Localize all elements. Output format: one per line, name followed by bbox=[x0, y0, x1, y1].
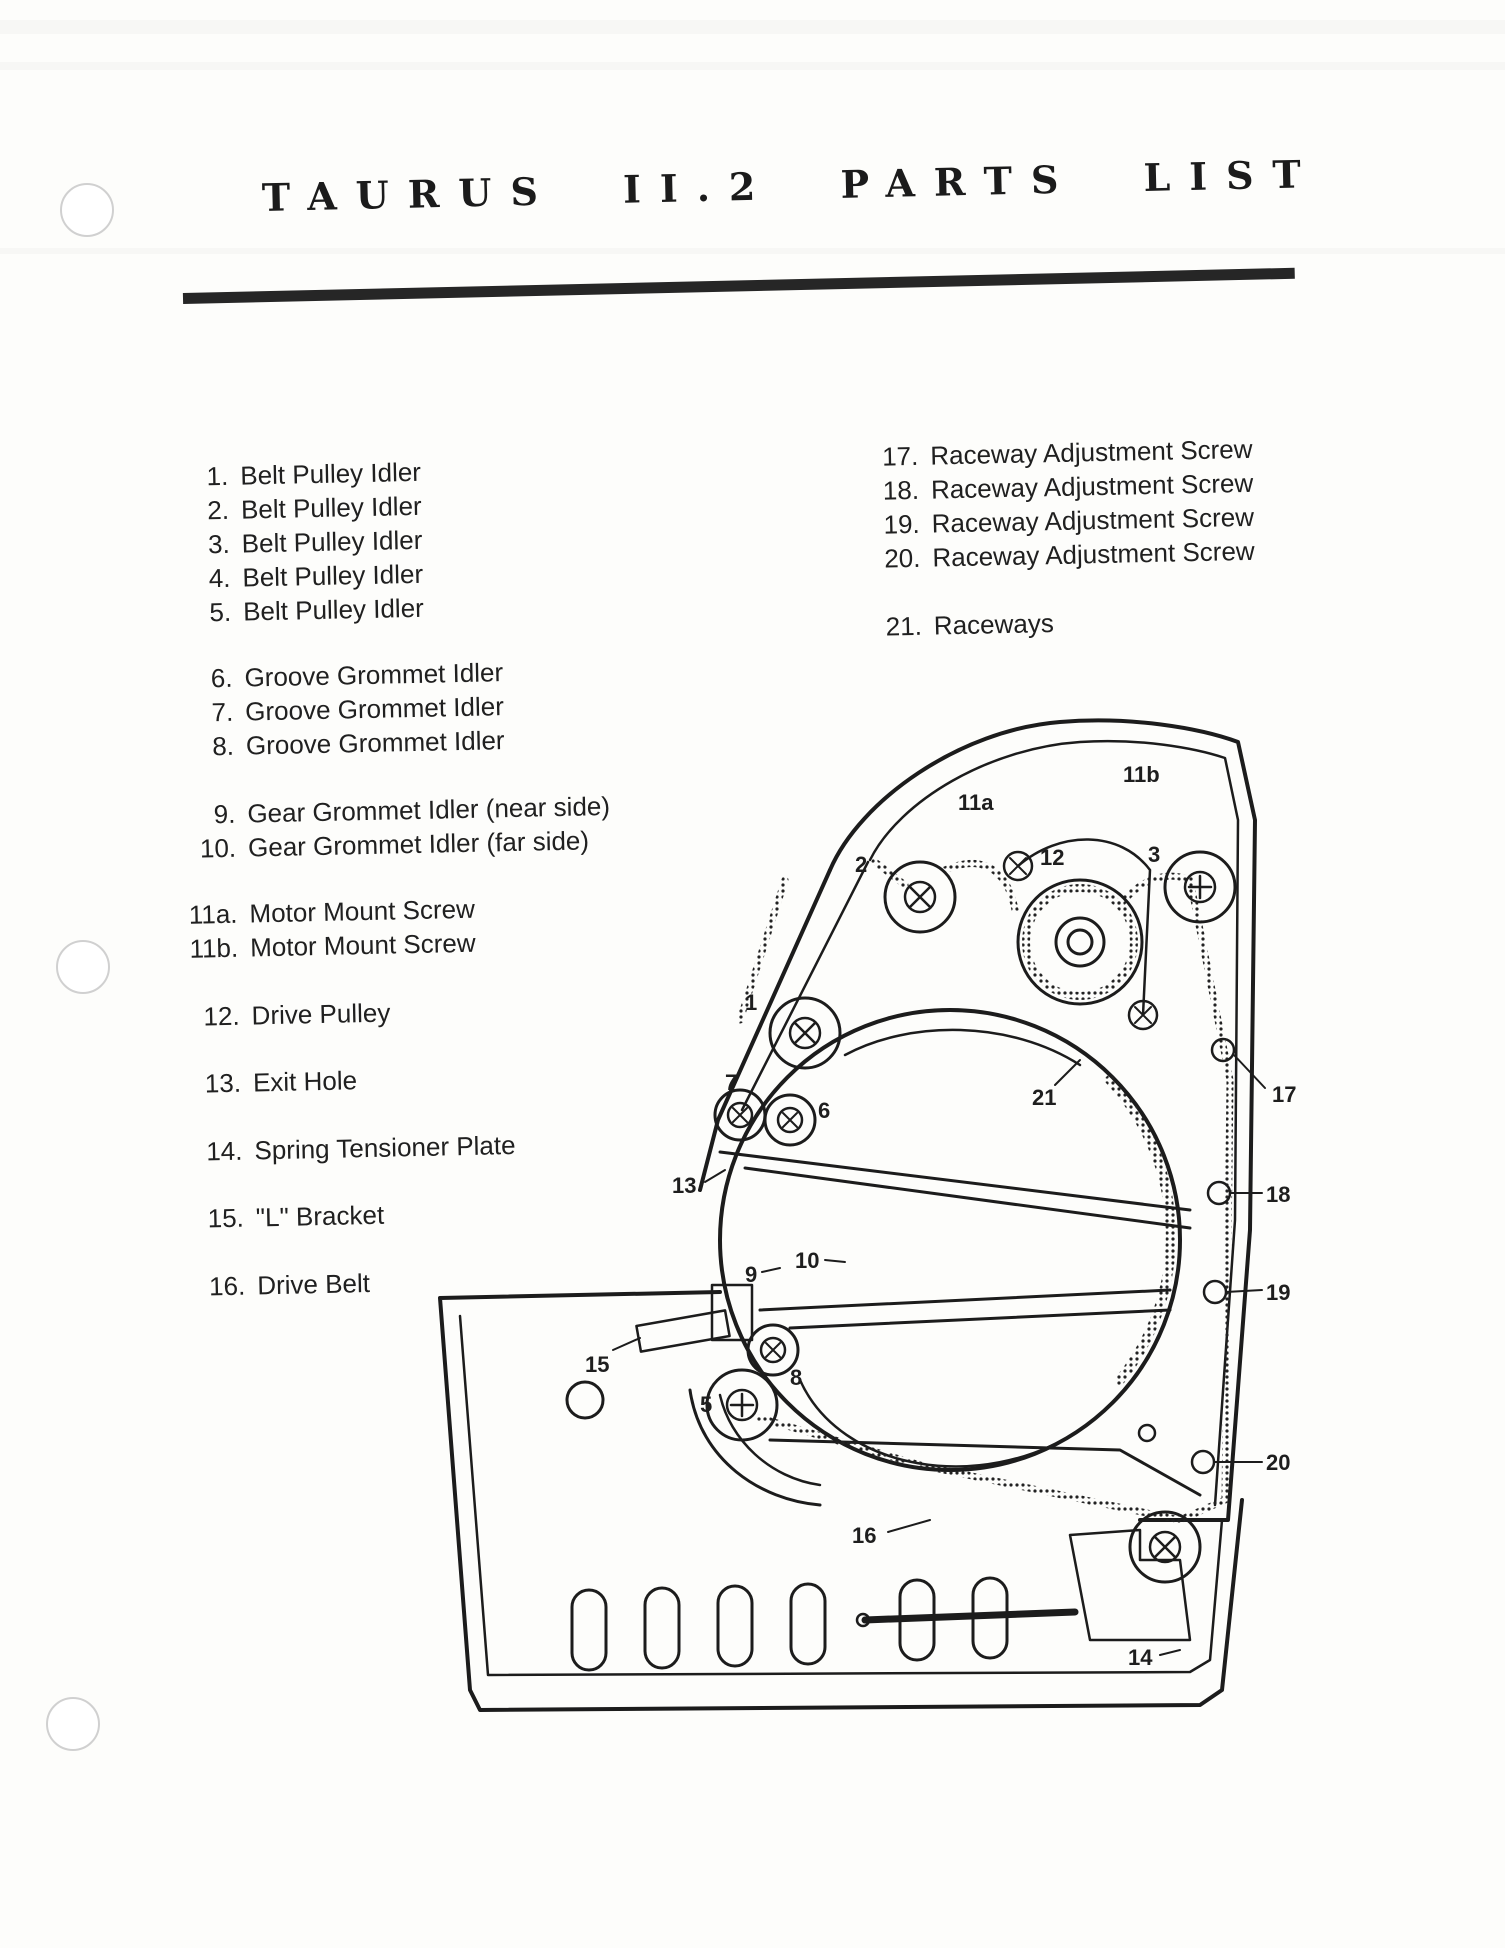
callout-8: 8 bbox=[790, 1365, 802, 1390]
base-slot bbox=[570, 1588, 608, 1672]
callout-15: 15 bbox=[585, 1352, 609, 1377]
leader-line-9 bbox=[761, 1267, 781, 1273]
callout-6: 6 bbox=[818, 1098, 830, 1123]
leader-line-16 bbox=[887, 1519, 931, 1533]
diagram-callouts: 1 2 3 5 6 7 8 9 10 11a 11b 12 13 14 15 1… bbox=[585, 762, 1296, 1670]
callout-11b: 11b bbox=[1123, 762, 1160, 787]
callout-9: 9 bbox=[745, 1262, 757, 1287]
bottom-diagonal-bar bbox=[768, 1438, 1202, 1497]
exit-chute-inner bbox=[718, 1393, 822, 1487]
callout-18: 18 bbox=[1266, 1182, 1290, 1207]
drive-pulley-hub bbox=[1054, 916, 1106, 968]
drive-pulley bbox=[1016, 878, 1144, 1006]
callout-11a: 11a bbox=[958, 790, 994, 815]
groove-grommet-idler-6 bbox=[763, 1093, 817, 1147]
upper-guide-bar bbox=[718, 1150, 1192, 1230]
callout-7: 7 bbox=[725, 1070, 737, 1095]
callout-1: 1 bbox=[745, 990, 757, 1015]
callout-19: 19 bbox=[1266, 1280, 1290, 1305]
belt-pulley-idler-3 bbox=[1163, 850, 1237, 924]
spring-anchor bbox=[855, 1612, 871, 1628]
belt-pulley-idler-5 bbox=[705, 1368, 779, 1442]
leader-line-15 bbox=[612, 1337, 641, 1351]
leader-line-17 bbox=[1233, 1054, 1266, 1089]
binder-hole-middle bbox=[56, 940, 110, 994]
base-slot bbox=[898, 1578, 936, 1662]
tensioner-spring bbox=[861, 1608, 1079, 1624]
callout-17: 17 bbox=[1272, 1082, 1296, 1107]
belt-pulley-idler-1 bbox=[768, 996, 842, 1070]
callout-12: 12 bbox=[1040, 845, 1064, 870]
spring-tensioner-plate bbox=[1068, 1528, 1192, 1642]
l-bracket bbox=[635, 1309, 731, 1353]
callout-5: 5 bbox=[700, 1392, 712, 1417]
drive-pulley-axle bbox=[1066, 928, 1094, 956]
callout-13: 13 bbox=[672, 1173, 696, 1198]
base-slot bbox=[789, 1582, 827, 1666]
raceway-adjustment-screw-20 bbox=[1190, 1449, 1216, 1475]
base-slot bbox=[716, 1584, 754, 1668]
leader-line-14 bbox=[1159, 1649, 1181, 1656]
callout-16: 16 bbox=[852, 1523, 876, 1548]
raceway-inner-arc bbox=[843, 1028, 1082, 1067]
base-hole bbox=[565, 1380, 605, 1420]
upper-housing-outline bbox=[828, 718, 1257, 1522]
binder-hole-bottom bbox=[46, 1697, 100, 1751]
raceway-adjustment-screw-17 bbox=[1210, 1037, 1236, 1063]
callout-20: 20 bbox=[1266, 1450, 1290, 1475]
drive-belt bbox=[736, 858, 1234, 1524]
callout-21: 21 bbox=[1032, 1085, 1056, 1110]
belt-pulley-idler-2 bbox=[883, 860, 957, 934]
belt-pulley-idler-4 bbox=[1128, 1510, 1202, 1584]
base-slot bbox=[971, 1576, 1009, 1660]
lower-guide-bar bbox=[758, 1288, 1172, 1330]
upper-housing-left-inner bbox=[740, 860, 870, 1112]
binder-hole-top bbox=[60, 183, 114, 237]
base-plate-outline bbox=[438, 1290, 1244, 1712]
raceway-gear-ring bbox=[1105, 1075, 1176, 1385]
motor-mount-bracket bbox=[1016, 838, 1152, 1017]
base-slot bbox=[643, 1586, 681, 1670]
leader-line-10 bbox=[824, 1259, 846, 1263]
upper-housing-inner-outline bbox=[868, 739, 1240, 1507]
leader-line-13 bbox=[704, 1169, 726, 1183]
base-hole bbox=[1137, 1423, 1157, 1443]
groove-grommet-idler-8 bbox=[746, 1323, 800, 1377]
drive-pulley-teeth bbox=[1022, 884, 1138, 1000]
callout-10: 10 bbox=[795, 1248, 819, 1273]
raceway-adjustment-screw-19 bbox=[1202, 1279, 1228, 1305]
leader-line-19 bbox=[1225, 1289, 1263, 1293]
callout-3: 3 bbox=[1148, 842, 1160, 867]
gear-grommet-block bbox=[710, 1283, 754, 1342]
exit-chute bbox=[688, 1388, 822, 1507]
callout-14: 14 bbox=[1128, 1645, 1153, 1670]
upper-housing-left-edge bbox=[698, 868, 832, 1192]
callout-2: 2 bbox=[855, 852, 867, 877]
leader-line-21 bbox=[1054, 1059, 1081, 1086]
base-plate-inner-outline bbox=[458, 1314, 1224, 1677]
